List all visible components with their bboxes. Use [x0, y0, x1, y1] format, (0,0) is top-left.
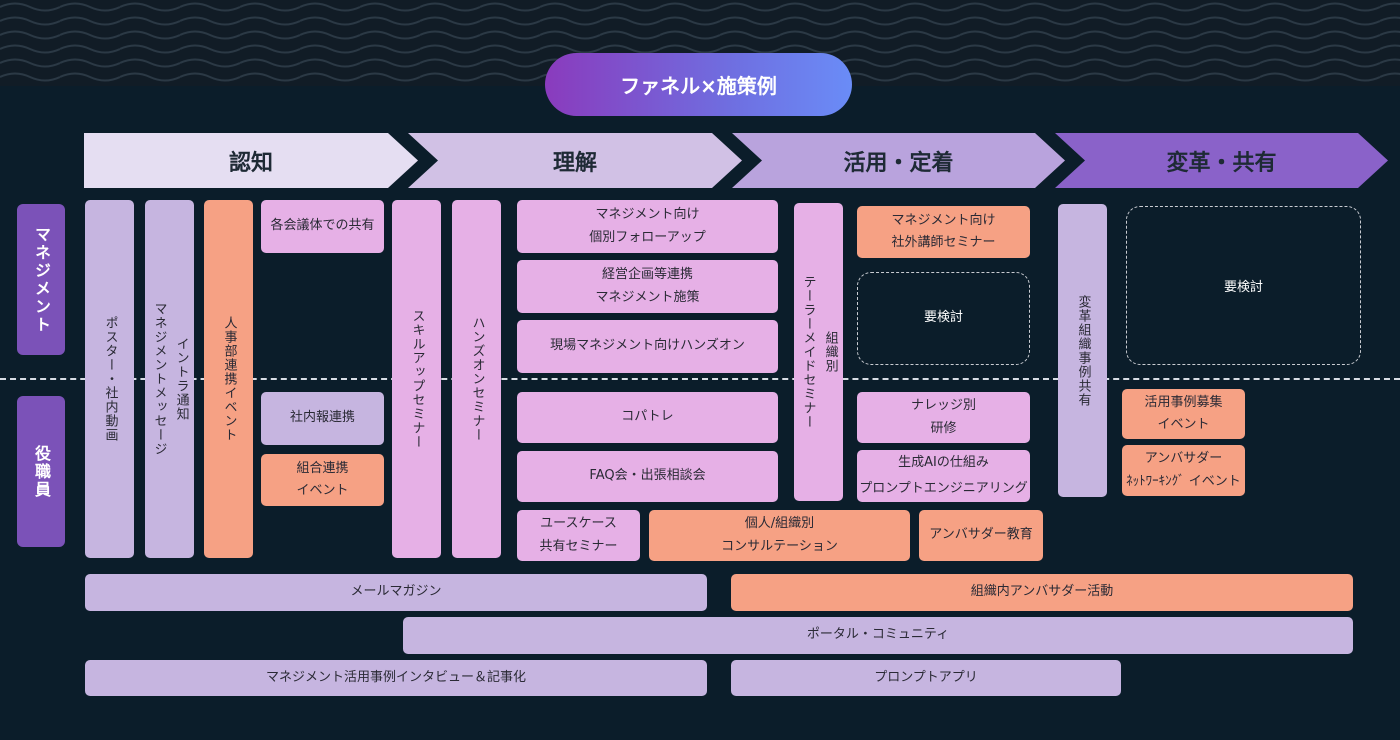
- item-intra: イントラ通知 マネジメントメッセージ: [145, 200, 194, 558]
- item-handson: ハンズオンセミナー: [452, 200, 501, 558]
- stage-utilization: 活用・定着: [732, 133, 1065, 188]
- item-prompt-app: プロンプトアプリ: [731, 660, 1121, 696]
- item-usecase: ユースケース 共有セミナー: [517, 510, 640, 561]
- row-divider: [0, 378, 1400, 380]
- item-consult: 個人/組織別 コンサルテーション: [649, 510, 910, 561]
- item-newsletter-link: 社内報連携: [261, 392, 384, 445]
- item-genai: 生成AIの仕組み プロンプトエンジニアリング: [857, 450, 1030, 502]
- item-mgmt-followup: マネジメント向け 個別フォローアップ: [517, 200, 778, 253]
- item-skillup: スキルアップセミナー: [392, 200, 441, 558]
- wave-pattern-background: [0, 0, 1400, 86]
- item-meeting-share: 各会議体での共有: [261, 200, 384, 253]
- row-label-management: マネジメント: [17, 204, 65, 355]
- item-portal: ポータル・コミュニティ: [403, 617, 1353, 654]
- item-case-event: 活用事例募集 イベント: [1122, 389, 1245, 439]
- item-field-handson: 現場マネジメント向けハンズオン: [517, 320, 778, 373]
- item-union-event: 組合連携 イベント: [261, 454, 384, 506]
- item-planning: 経営企画等連携 マネジメント施策: [517, 260, 778, 313]
- item-copatore: コパトレ: [517, 392, 778, 443]
- item-to-be-considered: 要検討: [857, 272, 1030, 365]
- item-poster: ポスター・社内動画: [85, 200, 134, 558]
- item-to-be-considered-2: 要検討: [1126, 206, 1361, 365]
- item-tailor-seminar: 組織別 テーラーメイドセミナー: [794, 203, 843, 501]
- item-external-seminar: マネジメント向け 社外講師セミナー: [857, 206, 1030, 258]
- diagram-title: ファネル×施策例: [545, 53, 852, 116]
- item-hr-event: 人事部連携イベント: [204, 200, 253, 558]
- item-faq: FAQ会・出張相談会: [517, 451, 778, 502]
- item-knowledge-training: ナレッジ別 研修: [857, 392, 1030, 443]
- item-ambassador-education: アンバサダー教育: [919, 510, 1043, 561]
- item-ambassador-network: アンバサダー ﾈｯﾄﾜｰｷﾝｸﾞ イベント: [1122, 445, 1245, 496]
- stage-transformation: 変革・共有: [1055, 133, 1388, 188]
- stage-awareness: 認知: [84, 133, 418, 188]
- item-interview: マネジメント活用事例インタビュー＆記事化: [85, 660, 707, 696]
- item-transform-share: 変革組織事例共有: [1058, 204, 1107, 497]
- row-label-employees: 役職員: [17, 396, 65, 547]
- item-mail-magazine: メールマガジン: [85, 574, 707, 611]
- stage-understanding: 理解: [408, 133, 742, 188]
- item-ambassador-activity: 組織内アンバサダー活動: [731, 574, 1353, 611]
